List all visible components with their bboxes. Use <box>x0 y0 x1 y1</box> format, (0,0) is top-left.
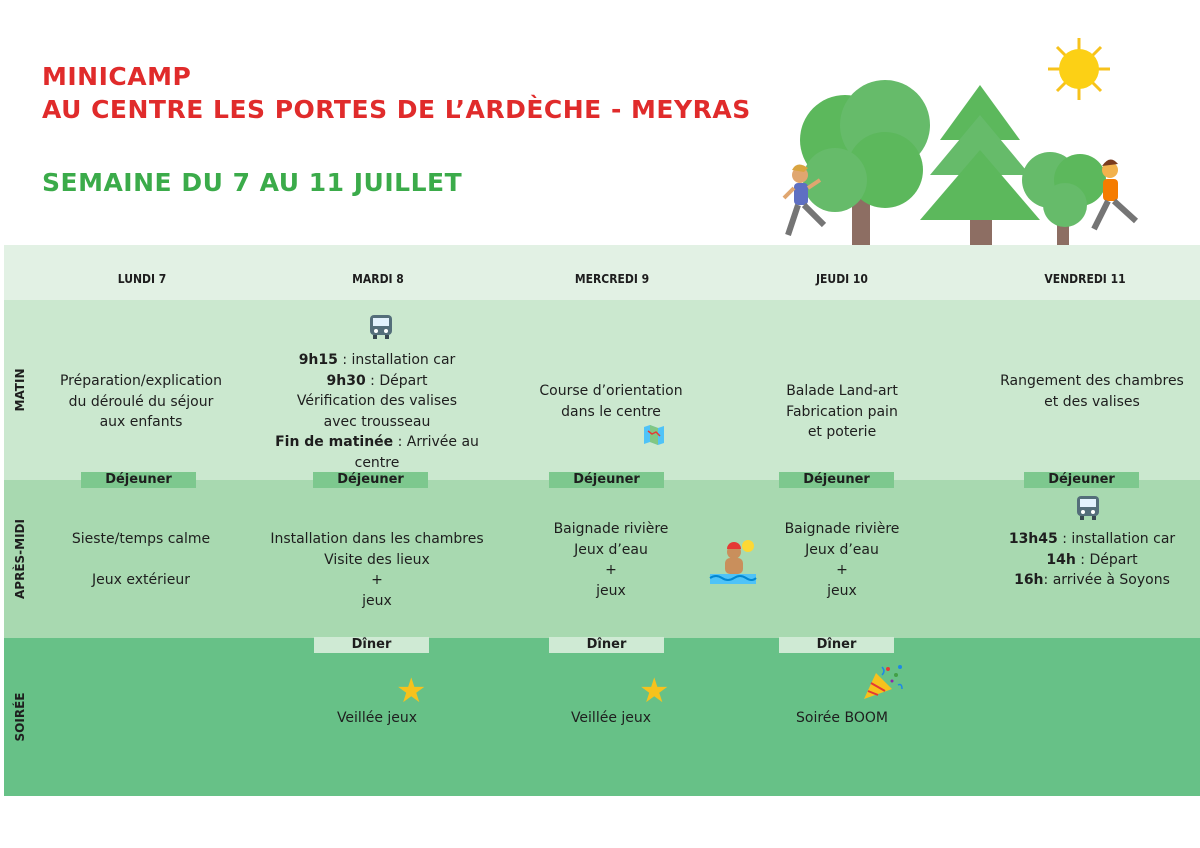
meal-diner-mercredi: Dîner <box>549 637 664 653</box>
meal-dejeuner-vendredi: Déjeuner <box>1024 472 1139 488</box>
matin-mardi: 9h15 : installation car 9h30 : Départ Vé… <box>275 352 479 471</box>
meal-diner-jeudi: Dîner <box>779 637 894 653</box>
day-header-mercredi: MERCREDI 9 <box>574 272 650 286</box>
day-header-vendredi: VENDREDI 11 <box>1044 272 1126 286</box>
meal-diner-mardi: Dîner <box>314 637 429 653</box>
row-label-soiree: SOIRÉE <box>13 692 27 742</box>
sun-icon <box>1048 38 1110 100</box>
tree-icon <box>800 80 930 248</box>
soir-jeudi: Soirée BOOM <box>796 710 888 726</box>
soir-mercredi: Veillée jeux <box>570 710 652 726</box>
bus-icon <box>370 315 392 339</box>
meal-dejeuner-mardi: Déjeuner <box>313 472 428 488</box>
week-subtitle: SEMAINE DU 7 AU 11 JUILLET <box>42 168 463 197</box>
meal-dejeuner-jeudi: Déjeuner <box>779 472 894 488</box>
band-apres-midi <box>4 480 1200 638</box>
day-header-lundi: LUNDI 7 <box>117 272 167 286</box>
apm-vendredi: 13h45 : installation car 14h : Départ 16… <box>1008 531 1176 588</box>
party-popper-icon <box>864 665 903 699</box>
runner-boy-icon <box>1091 159 1139 231</box>
water-polo-icon <box>709 540 757 584</box>
map-icon <box>644 425 664 445</box>
meal-dejeuner-mercredi: Déjeuner <box>549 472 664 488</box>
header-band <box>4 245 1200 300</box>
band-matin <box>4 300 1200 480</box>
star-icon: ★ <box>396 671 427 711</box>
soir-mardi: Veillée jeux <box>336 710 418 726</box>
bus-icon-2 <box>1077 496 1099 520</box>
meal-dejeuner-lundi: Déjeuner <box>81 472 196 488</box>
title-line-2: AU CENTRE LES PORTES DE L’ARDÈCHE - MEYR… <box>42 95 751 124</box>
header-illustration <box>782 38 1139 248</box>
title-line-1: MINICAMP <box>42 62 192 91</box>
fir-tree-icon <box>920 85 1040 248</box>
band-soiree <box>4 638 1200 796</box>
runner-girl-icon <box>782 164 827 236</box>
day-header-mardi: MARDI 8 <box>352 272 404 286</box>
star-icon-2: ★ <box>639 671 670 711</box>
small-tree-icon <box>1022 152 1106 248</box>
day-header-jeudi: JEUDI 10 <box>816 272 868 286</box>
